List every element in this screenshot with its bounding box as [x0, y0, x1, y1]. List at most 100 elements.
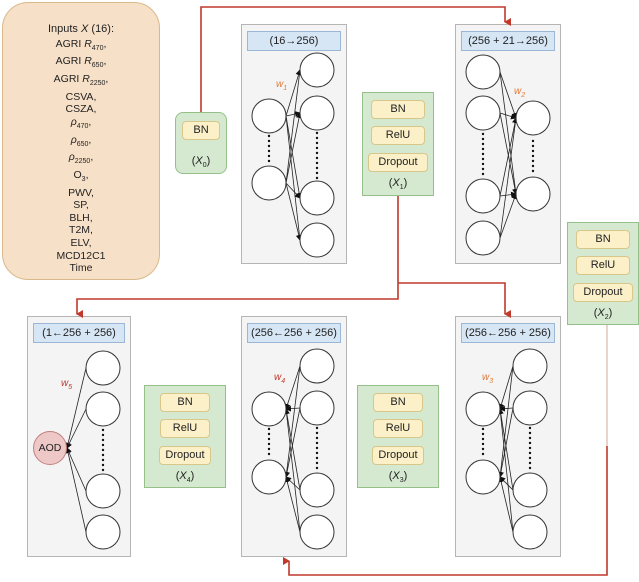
layer-chip-bn: BN	[371, 100, 425, 119]
block-label: (X4)	[175, 470, 195, 485]
neuron	[251, 459, 287, 495]
block-label: (X1)	[388, 177, 408, 192]
ellipsis-dot	[101, 438, 105, 442]
ellipsis-dot	[481, 432, 485, 436]
ellipsis-dot	[315, 136, 319, 140]
block-x4: BN RelU Dropout (X4)	[144, 385, 226, 488]
input-item: CSVA,	[65, 90, 97, 103]
connection-edge	[285, 182, 301, 199]
connection-edge	[284, 407, 301, 478]
ellipsis-dot	[315, 451, 319, 455]
layer-chip-dropout: Dropout	[159, 446, 211, 465]
ellipsis-dot	[481, 157, 485, 161]
connection-edge	[498, 476, 514, 533]
ellipsis-dot	[267, 144, 271, 148]
neuron	[299, 472, 335, 508]
connection-edge	[497, 365, 514, 478]
block-label: (X3)	[388, 470, 408, 485]
input-item: SP,	[73, 199, 89, 212]
neuron	[465, 220, 501, 256]
input-item: O3,	[73, 168, 89, 183]
connection-edge	[497, 407, 514, 478]
neuron	[299, 180, 335, 216]
inputs-title: Inputs X (16):	[47, 23, 115, 35]
weight-label-w5: w5	[61, 378, 73, 391]
ellipsis-dot	[101, 458, 105, 462]
ellipsis-dot	[481, 167, 485, 171]
ellipsis-dot	[481, 427, 485, 431]
neuron	[299, 52, 335, 88]
ellipsis-dot	[315, 436, 319, 440]
layer-header: (256←256 + 256)	[461, 323, 555, 343]
input-item: AGRI R2250,	[53, 72, 109, 88]
ellipsis-dot	[315, 466, 319, 470]
ellipsis-dot	[481, 452, 485, 456]
connection-edge	[285, 405, 301, 412]
ellipsis-dot	[267, 447, 271, 451]
neuron	[85, 514, 121, 550]
block-x3: BN RelU Dropout (X3)	[357, 385, 439, 488]
ellipsis-dot	[267, 432, 271, 436]
connection-edge	[284, 365, 301, 410]
layer-chip-dropout: Dropout	[372, 446, 424, 465]
neuron	[512, 514, 548, 550]
connection-edge	[499, 71, 518, 119]
neuron	[85, 350, 121, 386]
neuron	[465, 95, 501, 131]
neuron	[512, 348, 548, 384]
block-label: (X0)	[191, 155, 211, 170]
ellipsis-dot	[267, 154, 271, 158]
ellipsis-dot	[101, 448, 105, 452]
input-item: ρ2250,	[68, 151, 94, 166]
weight-label-w2: w2	[514, 86, 526, 99]
connection-edge	[498, 365, 514, 410]
flow-arrow-x1-to-l5	[76, 196, 399, 318]
ellipsis-dot	[315, 156, 319, 160]
layer-header: (256 + 21→256)	[461, 31, 555, 51]
ellipsis-dot	[267, 149, 271, 153]
ellipsis-dot	[101, 443, 105, 447]
connection-edge	[285, 182, 302, 241]
input-item: CSZA,	[65, 103, 97, 116]
block-x0: BN (X0)	[175, 112, 227, 174]
layer-chip-bn: BN	[576, 230, 630, 249]
neuron	[85, 473, 121, 509]
input-item: MCD12C1	[56, 249, 106, 262]
connection-edge	[499, 112, 517, 120]
ellipsis-dot	[528, 456, 532, 460]
ellipsis-dot	[528, 431, 532, 435]
ellipsis-dot	[481, 162, 485, 166]
connection-edge	[285, 69, 302, 117]
layer-chip-relu: RelU	[576, 256, 630, 275]
ellipsis-dot	[267, 452, 271, 456]
connection-edge	[285, 115, 303, 199]
ellipsis-dot	[531, 169, 535, 173]
neuron	[251, 165, 287, 201]
ellipsis-dot	[267, 134, 271, 138]
layer-chip-bn: BN	[373, 393, 423, 412]
ellipsis-dot	[315, 131, 319, 135]
ellipsis-dot	[528, 461, 532, 465]
input-item: ELV,	[70, 236, 92, 249]
input-item: ρ470,	[70, 115, 92, 130]
connection-edge	[497, 408, 514, 533]
neuron	[251, 391, 287, 427]
layer-chip-bn: BN	[160, 393, 210, 412]
neuron	[251, 98, 287, 134]
ellipsis-dot	[531, 149, 535, 153]
layer-chip-dropout: Dropout	[368, 153, 428, 172]
ellipsis-dot	[528, 436, 532, 440]
connection-edge	[499, 193, 518, 239]
ellipsis-dot	[267, 427, 271, 431]
neuron	[512, 472, 548, 508]
ellipsis-dot	[101, 428, 105, 432]
connection-edge	[285, 69, 303, 184]
ellipsis-dot	[267, 437, 271, 441]
ellipsis-dot	[267, 159, 271, 163]
weight-label-w3: w3	[482, 372, 494, 385]
ellipsis-dot	[531, 159, 535, 163]
connection-edge	[284, 476, 301, 533]
ellipsis-dot	[315, 161, 319, 165]
weight-label-w1: w1	[276, 79, 288, 92]
input-item: PWV,	[68, 186, 94, 199]
